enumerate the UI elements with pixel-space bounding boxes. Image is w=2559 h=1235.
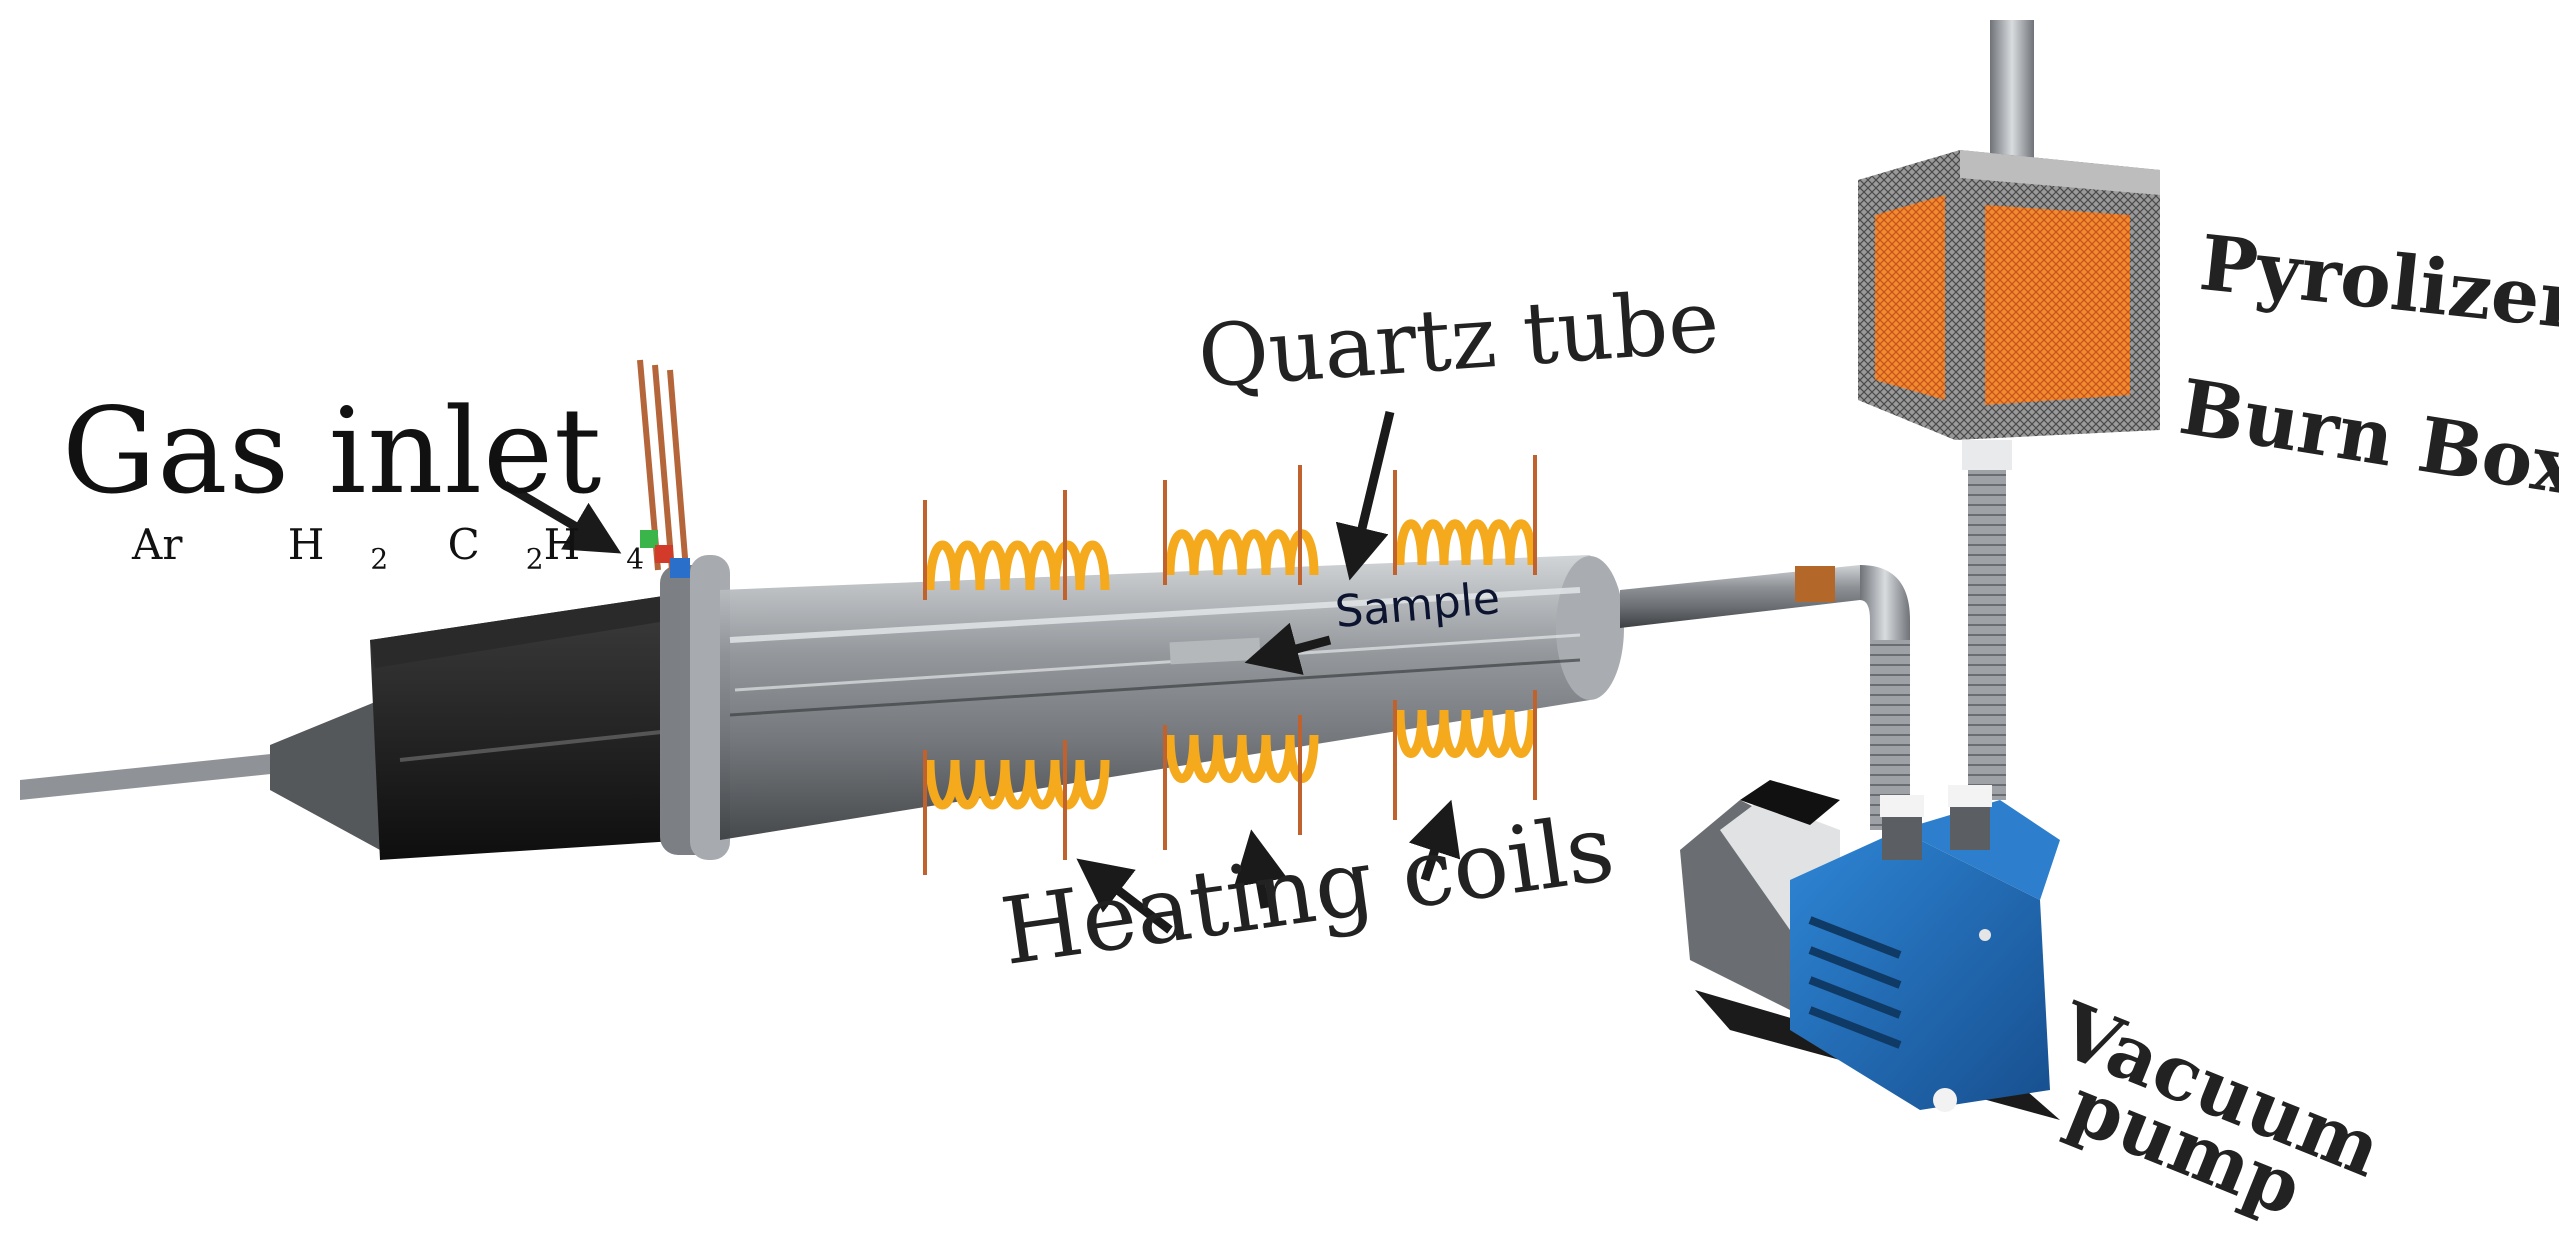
sample-holder: [1169, 637, 1261, 665]
vacuum-pump: [1680, 780, 2060, 1120]
gas-inlet-end-cap: [370, 595, 690, 860]
gas-inlet-arrow: [502, 481, 622, 554]
heating-coils-top: [925, 519, 1537, 591]
outlet-pipe: [1620, 565, 1910, 830]
quartz-tube-arrow: [1335, 410, 1395, 581]
heating-coil-leads-bottom: [923, 690, 1537, 875]
heating-coil-arrow-3: [1408, 799, 1461, 882]
quartz-tube: [720, 555, 1624, 840]
gas-argon: Ar: [132, 520, 183, 569]
sample-arrow: [1244, 622, 1332, 675]
heating-coils-bottom: [925, 709, 1537, 810]
heating-coil-leads-top: [923, 455, 1537, 600]
feed-rod: [20, 700, 380, 850]
flange: [660, 555, 730, 860]
heating-coil-arrow-2: [1233, 829, 1288, 909]
gas-inlet-label: Gas inlet: [62, 382, 603, 520]
annotation-arrows: [502, 410, 1461, 934]
pyrolizer-burn-box: [1858, 20, 2160, 800]
gas-feed-lines: [637, 359, 690, 578]
heating-coil-arrow-1: [1076, 858, 1173, 934]
pump-cooling-fins: [1808, 916, 1902, 1049]
